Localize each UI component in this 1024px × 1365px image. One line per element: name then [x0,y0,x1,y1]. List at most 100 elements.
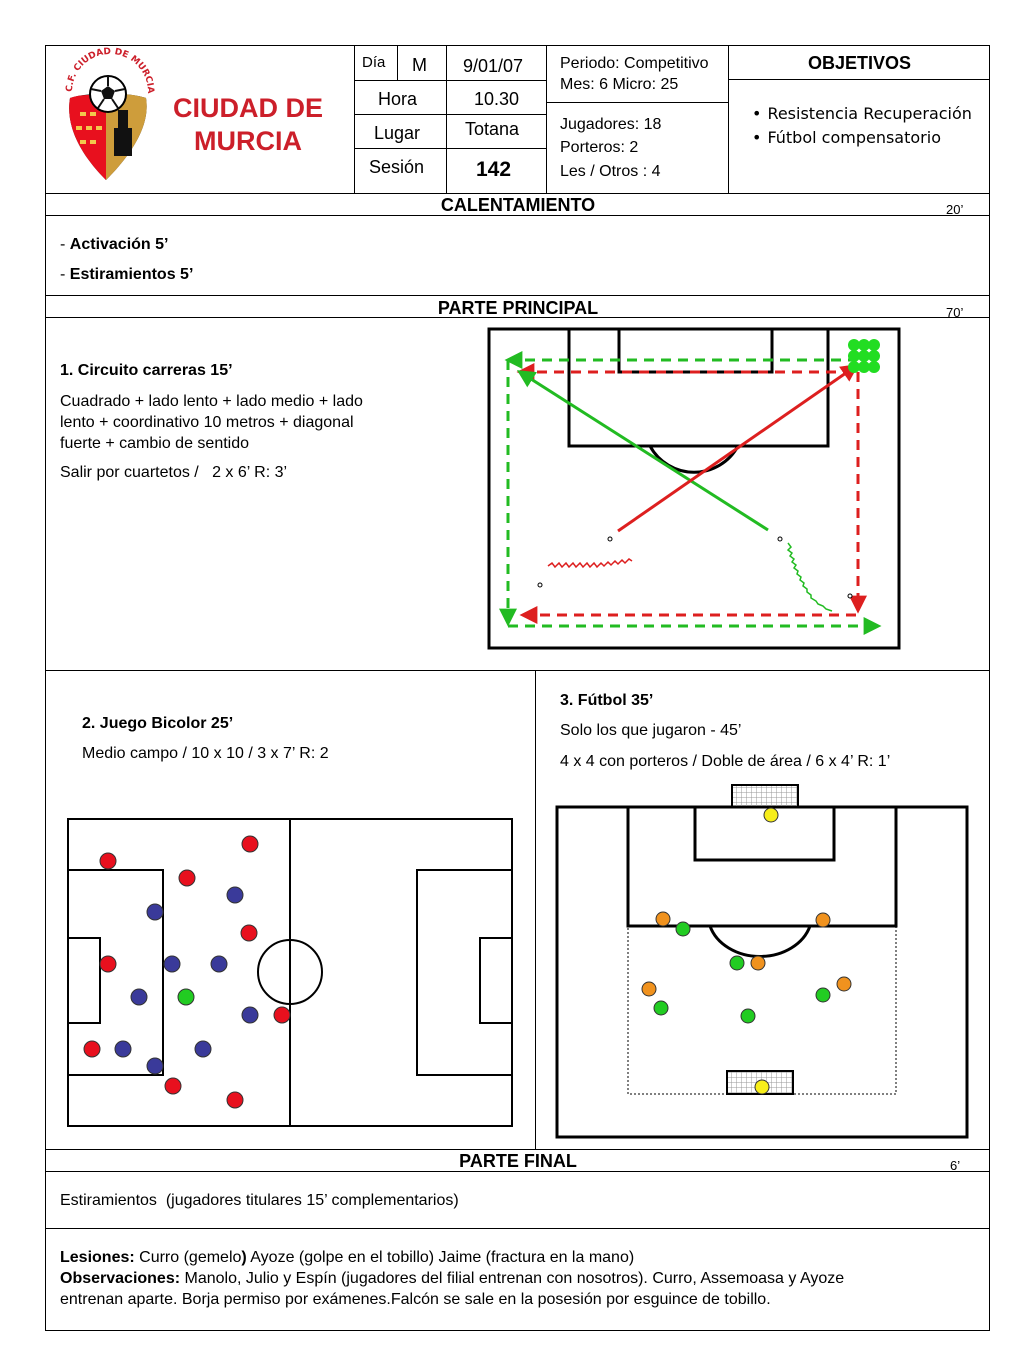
header-divider [354,80,546,81]
section-divider [46,193,990,194]
hora-value: 10.30 [474,89,520,109]
red-player-icon [241,835,259,853]
exercise2-description: Medio campo / 10 x 10 / 3 x 7’ R: 2 [82,745,329,762]
calentamiento-title: CALENTAMIENTO [440,195,596,215]
red-player-icon [240,924,258,942]
orange-player-icon [750,955,766,971]
warmup-item: - Activación 5’ [60,236,169,253]
session-date: 9/01/07 [463,56,524,76]
blue-player-icon [194,1040,212,1058]
exercise1-extra: Salir por cuartetos / 2 x 6’ R: 3’ [60,464,288,481]
small-sided-game-diagram [555,784,969,1139]
exercise3-title: 3. Fútbol 35’ [560,692,654,709]
header-divider [546,102,728,103]
header-divider [397,45,398,80]
green-player-icon [740,1008,756,1024]
red-player-icon [178,869,196,887]
header-divider [728,45,729,194]
header-divider [546,45,547,194]
bicolor-field-diagram [67,818,513,1127]
exercise2-title: 2. Juego Bicolor 25’ [82,715,234,732]
red-player-icon [99,852,117,870]
green-player-icon [675,921,691,937]
periodo-text: Periodo: Competitivo [560,55,709,72]
warmup-item-label: Activación 5’ [69,236,169,253]
observaciones-line: entrenan aparte. Borja permiso por exáme… [60,1291,771,1308]
final-title: PARTE FINAL [459,1151,577,1171]
blue-player-icon [146,903,164,921]
session-sheet [45,45,990,1331]
final-description: Estiramientos (jugadores titulares 15’ c… [60,1192,459,1209]
orange-player-icon [641,981,657,997]
exercise3-format: 4 x 4 con porteros / Doble de área / 6 x… [560,753,891,770]
green-player-icon [653,1000,669,1016]
lesiones-text: Ayoze (golpe en el tobillo) Jaime (fract… [246,1249,635,1266]
sesion-number: 142 [476,158,512,181]
header-divider [354,114,546,115]
header-divider [728,79,990,80]
warmup-item: - Estiramientos 5’ [60,266,194,283]
orange-player-icon [836,976,852,992]
blue-player-icon [241,1006,259,1024]
club-name-line2: MURCIA [194,126,302,156]
lesiones-line: Lesiones: Curro (gemelo) Ayoze (golpe en… [60,1249,634,1267]
calentamiento-time: 20’ [946,202,964,217]
porteros-text: Porteros: 2 [560,139,639,156]
goalkeeper-icon [763,807,779,823]
objetivo-item: Fútbol compensatorio [752,126,972,150]
club-name: CIUDAD DE MURCIA [160,92,336,158]
player-group-icon [848,339,880,373]
circuit-diagram [487,327,901,650]
jugadores-text: Jugadores: 18 [560,116,662,133]
green-player-icon [815,987,831,1003]
final-time: 6’ [950,1158,961,1173]
header-divider [354,148,546,149]
coordination-zigzag-red [547,558,633,569]
principal-title: PARTE PRINCIPAL [437,298,599,318]
neutral-player-icon [177,988,195,1006]
sesion-label: Sesión [369,157,425,177]
objetivo-item: Resistencia Recuperación [752,102,971,126]
exercise3-description: Solo los que jugaron - 45’ [560,722,742,739]
goalkeeper-icon [754,1079,770,1095]
green-player-icon [729,955,745,971]
observaciones-text: Manolo, Julio y Espín (jugadores del fil… [180,1270,845,1287]
dia-label: Día [362,54,386,71]
section-divider [46,1228,990,1229]
blue-player-icon [114,1040,132,1058]
lugar-label: Lugar [374,123,421,143]
section-divider [46,670,990,671]
hora-label: Hora [378,89,418,109]
lesiones-label: Lesiones: [60,1249,135,1266]
club-crest-logo: C.F. CIUDAD DE MURCIA [65,47,155,180]
header-divider [354,45,355,194]
route-green-diagonal [516,370,769,532]
lugar-value: Totana [465,119,520,139]
blue-player-icon [226,886,244,904]
lesiones-paren: ) [241,1249,247,1266]
exercise1-title: 1. Circuito carreras 15’ [60,362,233,379]
red-player-icon [273,1006,291,1024]
les-otros-text: Les / Otros : 4 [560,163,661,180]
blue-player-icon [210,955,228,973]
objetivos-list: Resistencia Recuperación Fútbol compensa… [752,102,972,150]
dia-value: M [412,55,427,75]
exercise1-description: Cuadrado + lado lento + lado medio + lad… [60,393,363,452]
objetivos-title: OBJETIVOS [807,53,912,73]
orange-player-icon [655,911,671,927]
lesiones-text: Curro (gemelo [134,1249,242,1266]
orange-player-icon [815,912,831,928]
section-divider [46,1149,990,1150]
header-divider [446,45,447,194]
blue-player-icon [130,988,148,1006]
section-divider [46,295,990,296]
section-divider [46,317,990,318]
section-divider [46,215,990,216]
mes-text: Mes: 6 Micro: 25 [560,76,679,93]
observaciones-line: Observaciones: Manolo, Julio y Espín (ju… [60,1270,844,1288]
principal-time: 70’ [946,305,964,320]
red-player-icon [99,955,117,973]
warmup-item-label: Estiramientos 5’ [69,266,194,283]
red-player-icon [226,1091,244,1109]
club-name-line1: CIUDAD DE [172,93,323,123]
